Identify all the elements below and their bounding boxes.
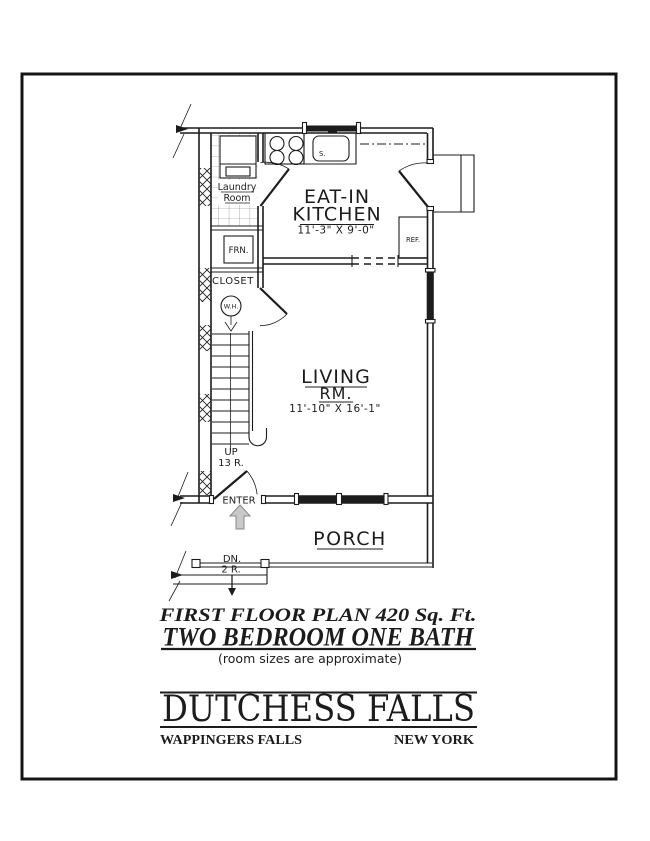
porch-steps (173, 567, 268, 585)
plan-title: FIRST FLOOR PLAN 420 Sq. Ft. (158, 606, 476, 626)
stairs-riser-count: 13 R. (218, 458, 244, 469)
living-window-south-right (341, 496, 384, 503)
handrail-return (248, 428, 268, 447)
stove-burner (288, 135, 304, 152)
sink-label: S. (319, 150, 325, 158)
entry-door-leaf (213, 470, 248, 500)
living-window-east (427, 272, 434, 319)
party-wall-hatch (199, 168, 211, 495)
kitchen: S. REF. EAT-IN KITCHEN 11'-3" X 9'-0" (264, 129, 429, 259)
enter-label: ENTER (222, 496, 255, 507)
washer-unit (219, 135, 257, 179)
porch: PORCH DN. 2 R. (173, 528, 432, 596)
development-name: DUTCHESS FALLS (162, 689, 475, 730)
closet-label: CLOSET (212, 276, 254, 287)
porch-label: PORCH (313, 528, 387, 550)
furnace-label: FRN. (229, 246, 249, 256)
porch-post (191, 558, 201, 569)
stove-burner (269, 135, 285, 152)
entry: ENTER (221, 494, 258, 530)
furnace-closet: FRN. (223, 235, 254, 264)
laundry-door-leaf (259, 168, 290, 207)
plan-note: (room sizes are approximate) (218, 651, 402, 666)
kitchen-label-line1: EAT-IN (304, 186, 370, 208)
brand-block: DUTCHESS FALLS WAPPINGERS FALLS NEW YORK (160, 689, 477, 748)
down-arrow-icon (228, 588, 236, 596)
porch-steps-direction: DN. (223, 554, 241, 565)
stove (264, 132, 305, 165)
stairs-direction-label: UP (224, 447, 237, 458)
stairs: UP 13 R. (212, 331, 268, 469)
floor-plan: Laundry Room (168, 103, 475, 602)
kitchen-dimensions: 11'-3" X 9'-0" (297, 225, 374, 237)
porch-post (260, 558, 270, 569)
furnace (223, 235, 254, 264)
kitchen-sink (312, 135, 350, 162)
living-label-line1: LIVING (301, 366, 371, 388)
living-window-south-left (298, 496, 337, 503)
porch-steps-riser-count: 2 R. (221, 565, 240, 576)
side-door-leaf (398, 170, 429, 208)
kitchen-window (306, 125, 357, 132)
closet-door-leaf (259, 287, 288, 315)
doors (208, 158, 435, 505)
water-heater-label: W.H. (224, 303, 239, 311)
kitchen-label-line2: KITCHEN (292, 204, 381, 226)
sink-counter (303, 133, 357, 165)
water-heater: W.H. (220, 295, 242, 332)
laundry-label-line1: Laundry (218, 182, 257, 193)
stove-burner (288, 149, 304, 166)
enter-arrow-icon (228, 504, 252, 530)
refrigerator (398, 216, 429, 259)
refrigerator-label: REF. (406, 236, 420, 244)
plan-subtitle: TWO BEDROOM ONE BATH (163, 623, 475, 652)
living-label-line2: RM. (319, 384, 352, 403)
side-stoop (433, 154, 475, 213)
windows (293, 121, 436, 506)
title-block: FIRST FLOOR PLAN 420 Sq. Ft. TWO BEDROOM… (158, 606, 476, 666)
state-label: NEW YORK (394, 733, 474, 748)
living-room: LIVING RM. 11'-10" X 16'-1" (289, 366, 381, 415)
sheet-border-frame (20, 72, 618, 781)
laundry-label-line2: Room (223, 193, 250, 204)
break-marks (168, 103, 192, 602)
living-dimensions: 11'-10" X 16'-1" (289, 403, 381, 415)
walls (180, 127, 434, 568)
stove-burner (269, 149, 285, 166)
laundry-room: Laundry Room (211, 133, 258, 226)
city-label: WAPPINGERS FALLS (160, 733, 302, 748)
